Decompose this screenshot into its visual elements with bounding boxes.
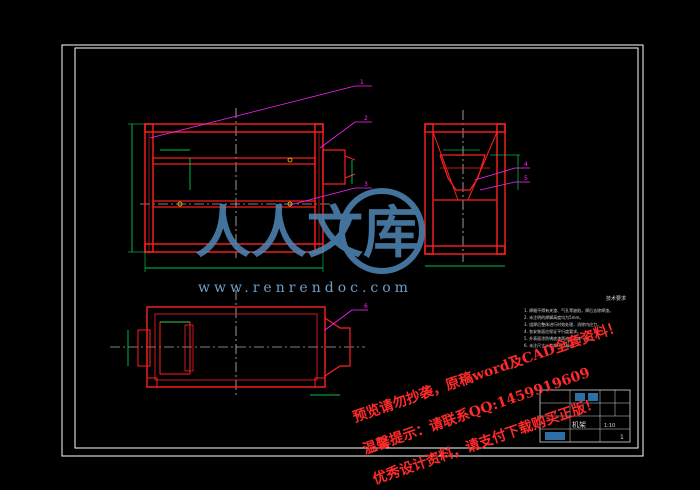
tech-note-line: 3. 组焊后整体进行时效处理，消除内应力。 bbox=[524, 321, 601, 327]
side-top-rail bbox=[424, 123, 506, 133]
tech-note-line: 6. 未注尺寸公差按IT14级。 bbox=[524, 342, 574, 348]
part-number-labels: 1 2 3 4 5 6 bbox=[360, 79, 528, 310]
top-view bbox=[110, 290, 365, 396]
front-hole-mark bbox=[287, 157, 293, 163]
tech-note-line: 5. 外表面涂防锈底漆两遍，面漆一遍。 bbox=[524, 335, 593, 341]
tech-notes-title: 技术要求 bbox=[606, 295, 626, 302]
title-block-fill bbox=[575, 393, 585, 401]
leader-line bbox=[324, 309, 353, 331]
front-hole-mark bbox=[177, 201, 183, 207]
title-block: 机架 1:10 1 bbox=[539, 389, 631, 443]
side-brace bbox=[467, 131, 498, 201]
outer-border bbox=[61, 44, 644, 457]
watermark-logo: 人人文库 bbox=[195, 188, 425, 274]
title-block-fill bbox=[588, 393, 598, 401]
part-label: 2 bbox=[364, 115, 368, 122]
part-label: 1 bbox=[360, 79, 364, 86]
leader-line bbox=[319, 121, 356, 149]
front-bracket-edge bbox=[344, 155, 356, 161]
top-corner bbox=[314, 377, 326, 388]
part-label: 6 bbox=[364, 303, 368, 310]
top-plate bbox=[159, 321, 191, 375]
part-name: 机架 bbox=[572, 420, 586, 429]
front-upper-rail bbox=[152, 157, 316, 165]
front-view bbox=[128, 108, 356, 272]
front-bottom-rail bbox=[144, 243, 324, 253]
front-top-rail bbox=[144, 123, 324, 133]
front-hole-mark bbox=[287, 201, 293, 207]
leader-line bbox=[289, 187, 356, 206]
sheet-number: 1 bbox=[620, 434, 624, 441]
side-right-leg bbox=[496, 123, 506, 255]
top-inner bbox=[154, 313, 318, 381]
tech-notes: 技术要求 1. 焊缝不得有夹渣、气孔等缺陷，焊后去除焊渣。 2. 未注明的焊脚高… bbox=[524, 295, 626, 348]
front-bracket bbox=[322, 149, 346, 185]
tech-note-line: 1. 焊缝不得有夹渣、气孔等缺陷，焊后去除焊渣。 bbox=[524, 307, 613, 313]
tech-note-line: 2. 未注明的焊脚高度均为5mm。 bbox=[524, 314, 583, 320]
top-stiffener bbox=[184, 324, 194, 372]
part-label: 3 bbox=[364, 181, 368, 188]
side-bottom-rail bbox=[424, 245, 506, 255]
scale-value: 1:10 bbox=[604, 423, 615, 429]
part-label: 4 bbox=[524, 161, 528, 168]
top-outline bbox=[146, 306, 326, 388]
front-mid-rail bbox=[152, 200, 316, 208]
top-end-plate bbox=[137, 329, 151, 367]
inner-border bbox=[74, 47, 639, 449]
side-left-leg bbox=[424, 123, 434, 255]
top-bracket bbox=[324, 317, 351, 377]
title-block-fill bbox=[545, 432, 565, 440]
front-bracket-edge bbox=[344, 173, 356, 179]
leader-line bbox=[479, 181, 516, 191]
leaders bbox=[149, 85, 530, 331]
watermark-url: www.renrendoc.com bbox=[198, 280, 412, 296]
watermark-circle bbox=[339, 188, 425, 274]
side-brace bbox=[432, 131, 459, 201]
side-view bbox=[424, 110, 520, 267]
leader-line bbox=[474, 167, 516, 181]
top-corner bbox=[146, 377, 158, 388]
part-label: 5 bbox=[524, 175, 528, 182]
tech-note-line: 4. 各安装面应保证平行度要求。 bbox=[524, 328, 581, 334]
side-hopper bbox=[439, 154, 486, 191]
watermark-logo-text: 人人文库 bbox=[195, 200, 419, 266]
leader-line bbox=[149, 85, 356, 139]
